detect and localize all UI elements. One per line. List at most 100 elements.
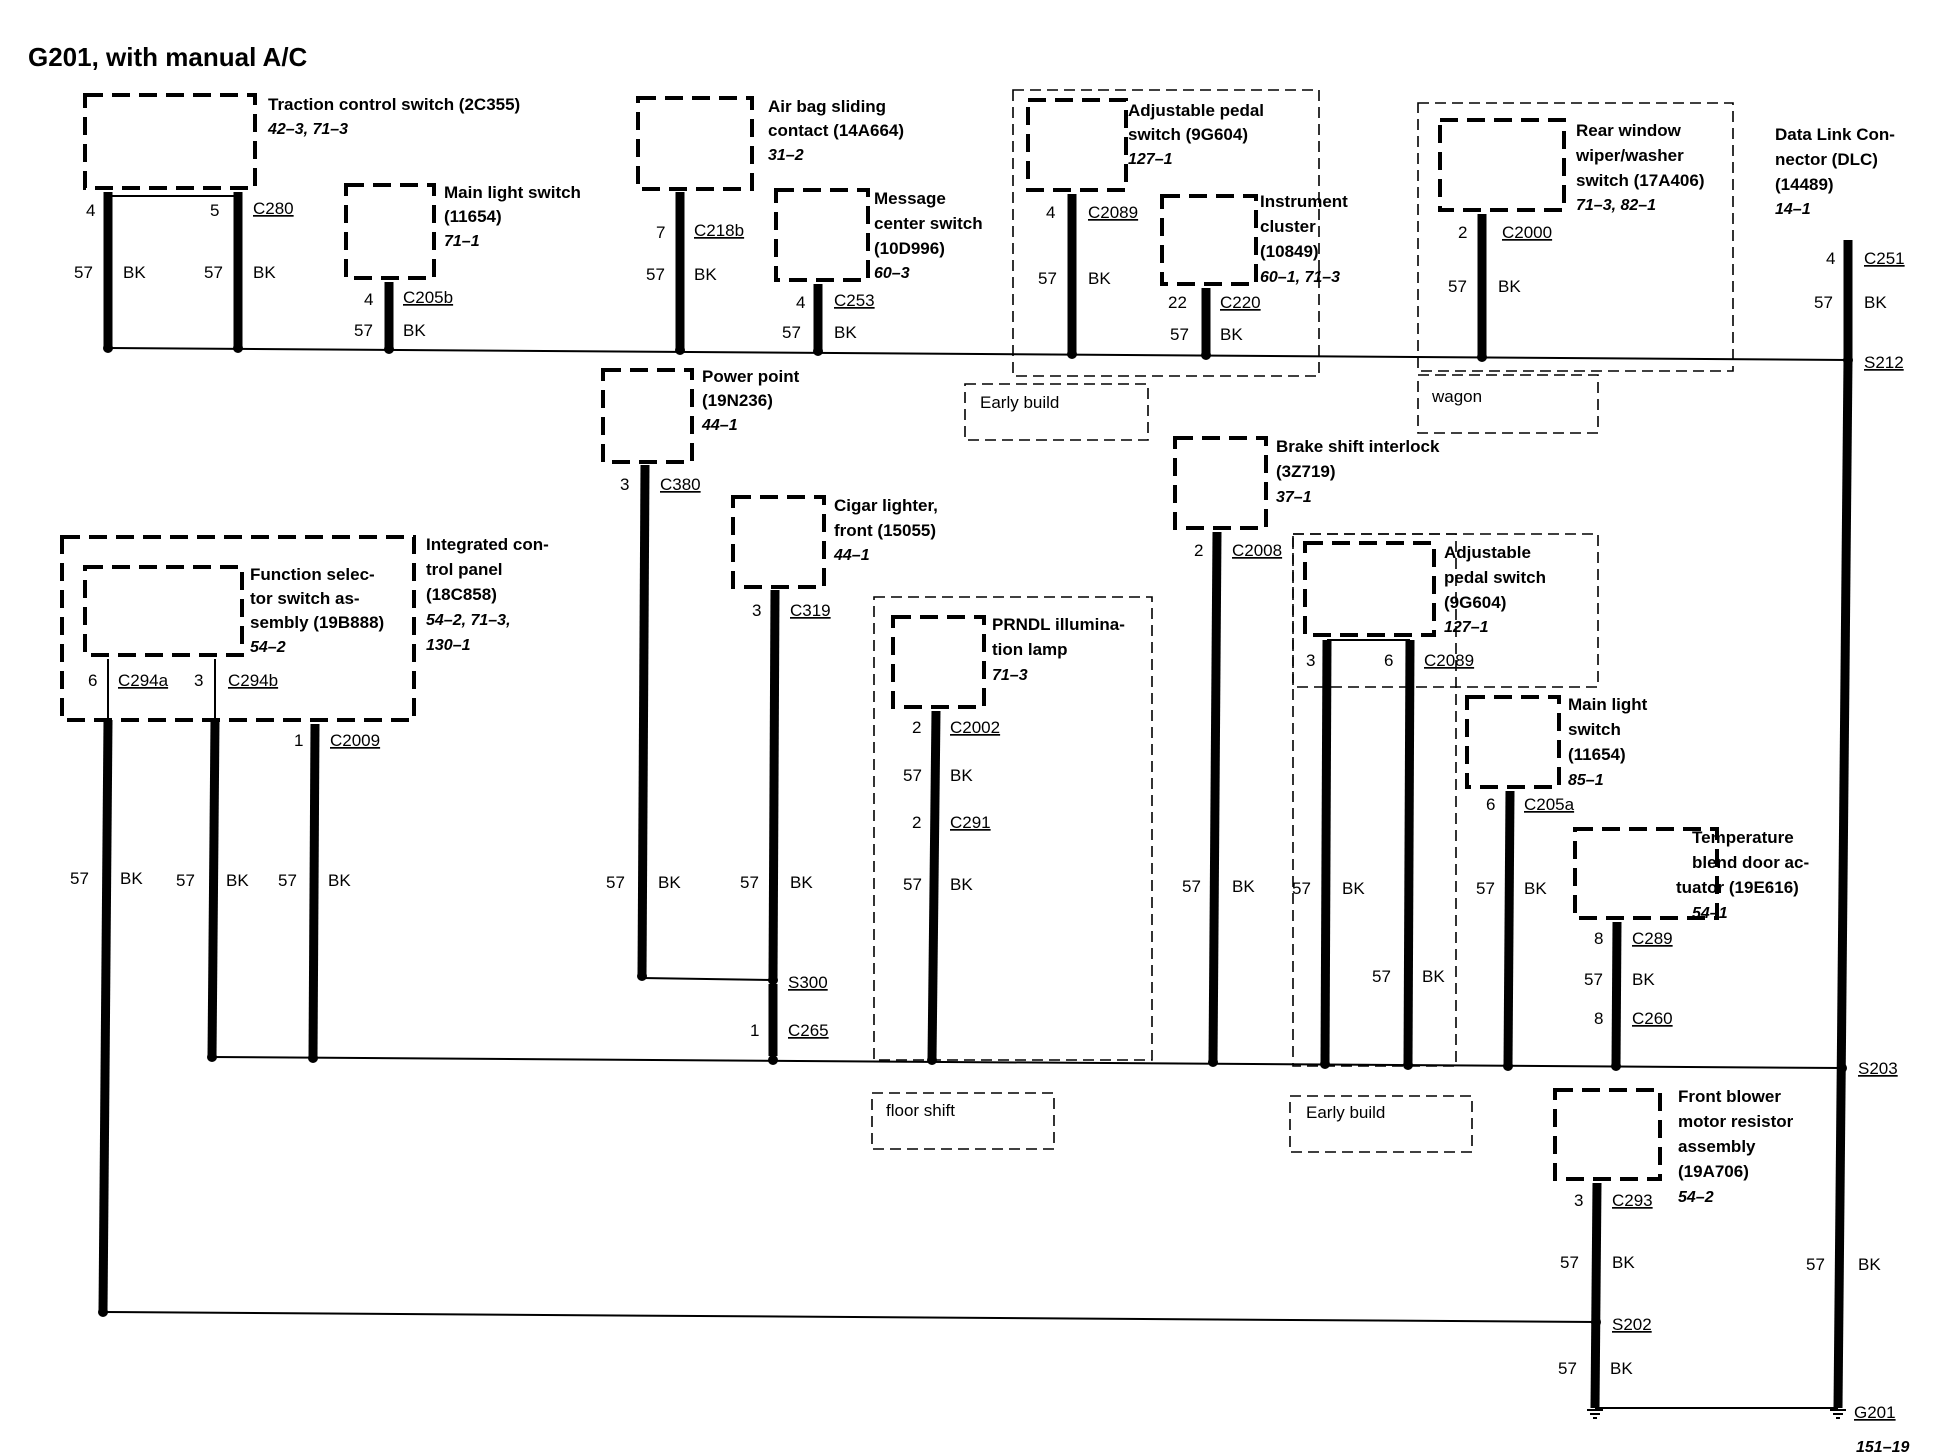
connector-c205a: C205a [1524,795,1575,814]
connector-c205b: C205b [403,288,453,307]
splice-dot [384,344,394,354]
splice-dot [1503,1061,1513,1071]
wire-number: 57 [176,871,195,890]
brake-shift-ref: 37–1 [1276,489,1312,506]
adj-pedal-1-label-1: Adjustable pedal [1128,101,1264,120]
adj-pedal-2-label-3: (9G604) [1444,593,1506,612]
wire-number: 57 [903,875,922,894]
splice-dot [637,971,647,981]
pin-temp-b: 8 [1594,1009,1603,1028]
wire-number: 57 [1476,879,1495,898]
instrument-label-1: Instrument [1260,192,1348,211]
floor-shift-option-frame [873,596,1153,1061]
power-point-ref: 44–1 [701,417,738,434]
early-build-option-frame-1 [1012,89,1320,377]
wire-adj-pedal-2b [1403,639,1415,1066]
splice-s203-dot [1837,1063,1847,1073]
splice-s202-dot [1591,1317,1601,1327]
wire-number: 57 [1182,877,1201,896]
splice-dot [308,1053,318,1063]
wire-number: 57 [1560,1253,1579,1272]
main-light-switch-top [344,183,436,280]
connector-c291: C291 [950,813,991,832]
rear-wiper-label-2: wiper/washer [1575,146,1684,165]
prndl-label-2: tion lamp [992,640,1068,659]
splice-dot [813,346,823,356]
splice-dot [1611,1061,1621,1071]
fsa-label-1: Function selec- [250,565,375,584]
cigar-label-2: front (15055) [834,521,936,540]
main-light-2-label-3: (11654) [1568,745,1626,764]
splice-s202: S202 [1612,1315,1652,1334]
pin-cigar: 3 [752,601,761,620]
blower-label-1: Front blower [1678,1087,1781,1106]
wire-temp-blend [1611,921,1622,1067]
link-to-s300 [641,977,774,981]
temp-blend-ref: 54–1 [1692,905,1728,922]
integrated-control-panel [60,535,416,722]
blower-label-4: (19A706) [1678,1162,1749,1181]
connector-c220: C220 [1220,293,1261,312]
wire-number: 57 [1170,325,1189,344]
instrument-cluster [1160,194,1258,286]
wire-brake-shift [1208,531,1222,1063]
splice-dot [98,1307,108,1317]
wire-color: BK [950,875,973,894]
rear-wiper-ref: 71–3, 82–1 [1576,197,1656,214]
pin-dlc: 4 [1826,249,1835,268]
pin-traction-a: 4 [86,201,95,220]
early-build-label-1: Early build [980,393,1059,412]
splice-dot [1477,352,1487,362]
splice-dot [675,345,685,355]
splice-dot [1201,350,1211,360]
splice-dot [233,343,243,353]
airbag-label-2: contact (14A664) [768,121,904,140]
wire-color: BK [1498,277,1521,296]
message-label-1: Message [874,189,946,208]
brake-shift-label-1: Brake shift interlock [1276,437,1440,456]
pin-rear-wiper: 2 [1458,223,1467,242]
splice-s203: S203 [1858,1059,1898,1078]
brake-shift-label-2: (3Z719) [1276,462,1336,481]
bus-s202 [102,1311,1597,1323]
wire-icp-a [98,719,113,1313]
wire-blower [1590,1182,1602,1409]
early-build-option-frame-2b [1292,533,1457,1067]
main-light-2-ref: 85–1 [1568,772,1604,789]
wire-color: BK [1232,877,1255,896]
splice-dot [207,1052,217,1062]
prndl-illumination-lamp [891,615,986,709]
wire-cigar [768,589,780,981]
ground-g201: G201 [1854,1403,1896,1422]
pin-power-point: 3 [620,475,629,494]
splice-dot [103,343,113,353]
wire-color: BK [1524,879,1547,898]
connector-c253: C253 [834,291,875,310]
function-selector-switch-assembly [83,565,244,657]
wire-icp-b [207,719,220,1058]
main-light-2-label-1: Main light [1568,695,1648,714]
connector-c218b: C218b [694,221,744,240]
fsa-ref: 54–2 [250,639,286,656]
pin-c265: 1 [750,1021,759,1040]
wire-power-point [637,464,650,977]
wire-main-light-2 [1503,790,1515,1067]
page-reference: 151–19 [1856,1439,1909,1456]
blower-label-2: motor resistor [1678,1112,1794,1131]
airbag-ref: 31–2 [768,147,804,164]
wire-icp-c [308,723,320,1059]
pin-airbag: 7 [656,223,665,242]
connector-c2002: C2002 [950,718,1000,737]
splice-dot [1067,349,1077,359]
dlc-label-1: Data Link Con- [1775,125,1895,144]
pin-temp-a: 8 [1594,929,1603,948]
connector-c2009: C2009 [330,731,380,750]
pin-adj-pedal-2a: 3 [1306,651,1315,670]
early-build-option-box-2 [1289,1095,1473,1153]
wire-number: 57 [1448,277,1467,296]
splice-s300: S300 [788,973,828,992]
adjustable-pedal-switch-top [1026,98,1128,192]
brake-shift-interlock [1173,436,1268,530]
connector-c319: C319 [790,601,831,620]
